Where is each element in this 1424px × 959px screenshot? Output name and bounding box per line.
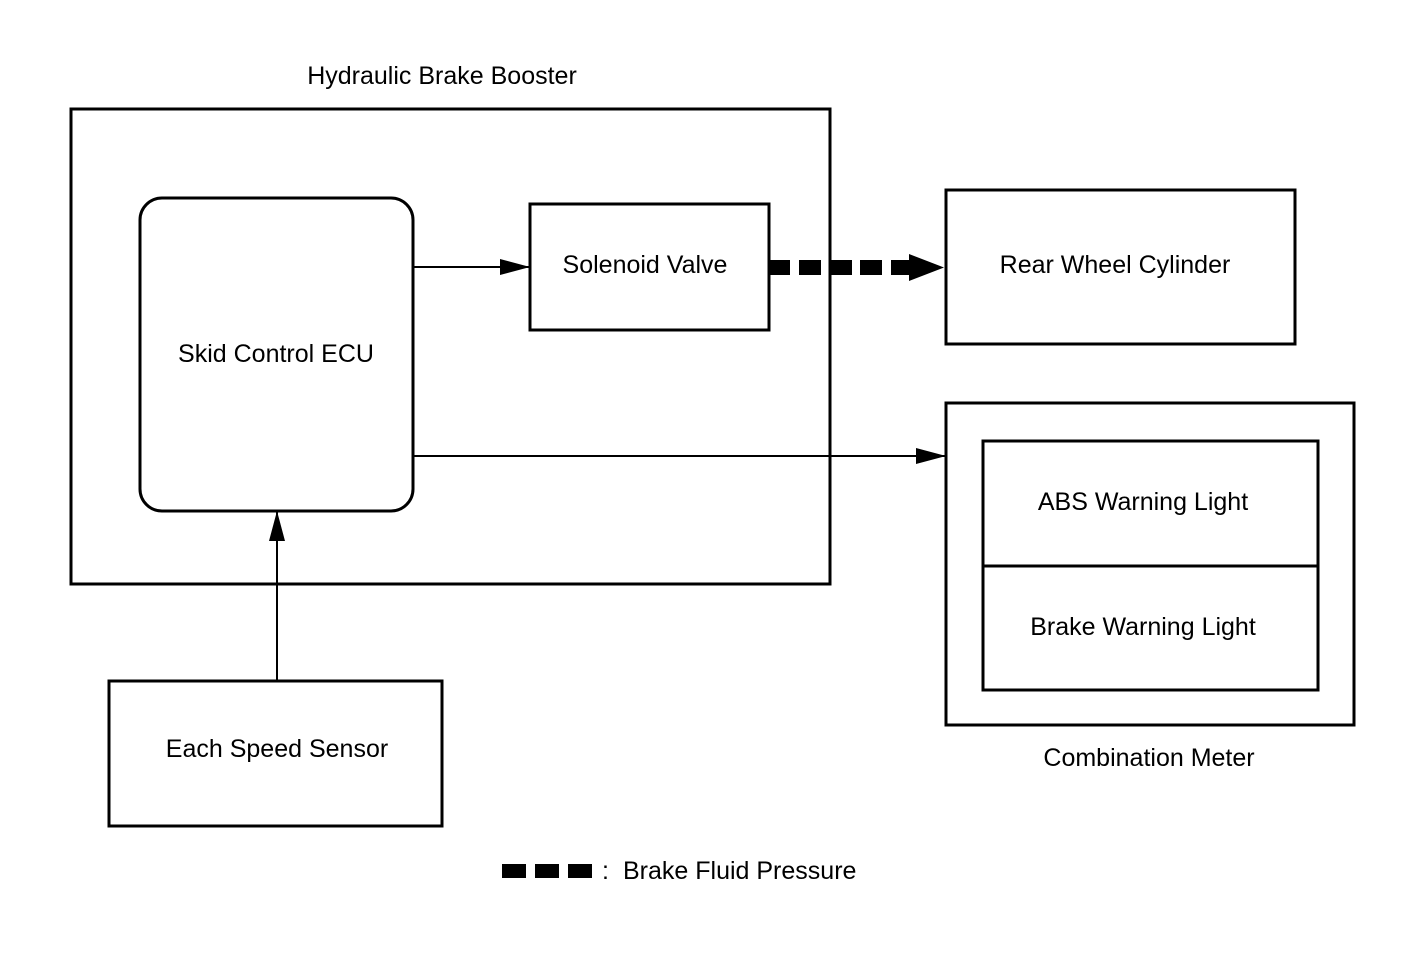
hydraulic-brake-booster-label: Hydraulic Brake Booster [307, 62, 577, 90]
combination-meter-label: Combination Meter [1043, 744, 1254, 772]
abs-warning-light-label: ABS Warning Light [1038, 488, 1248, 516]
legend: : Brake Fluid Pressure [502, 857, 856, 885]
legend-label: Brake Fluid Pressure [623, 857, 856, 885]
skid-control-ecu-label: Skid Control ECU [178, 340, 374, 368]
combination-meter-box [944, 401, 1356, 727]
rear-wheel-cylinder-box [944, 188, 1297, 346]
each-speed-sensor-box [107, 679, 444, 828]
brake-fluid-pressure-arrow [770, 254, 944, 281]
legend-dash-symbol [502, 864, 592, 878]
solenoid-valve-label: Solenoid Valve [563, 251, 728, 279]
rear-wheel-cylinder-label: Rear Wheel Cylinder [1000, 251, 1231, 279]
hydraulic-brake-booster-box [69, 107, 832, 586]
each-speed-sensor-label: Each Speed Sensor [166, 735, 388, 763]
legend-separator: : [602, 857, 609, 885]
brake-warning-light-label: Brake Warning Light [1030, 613, 1256, 641]
